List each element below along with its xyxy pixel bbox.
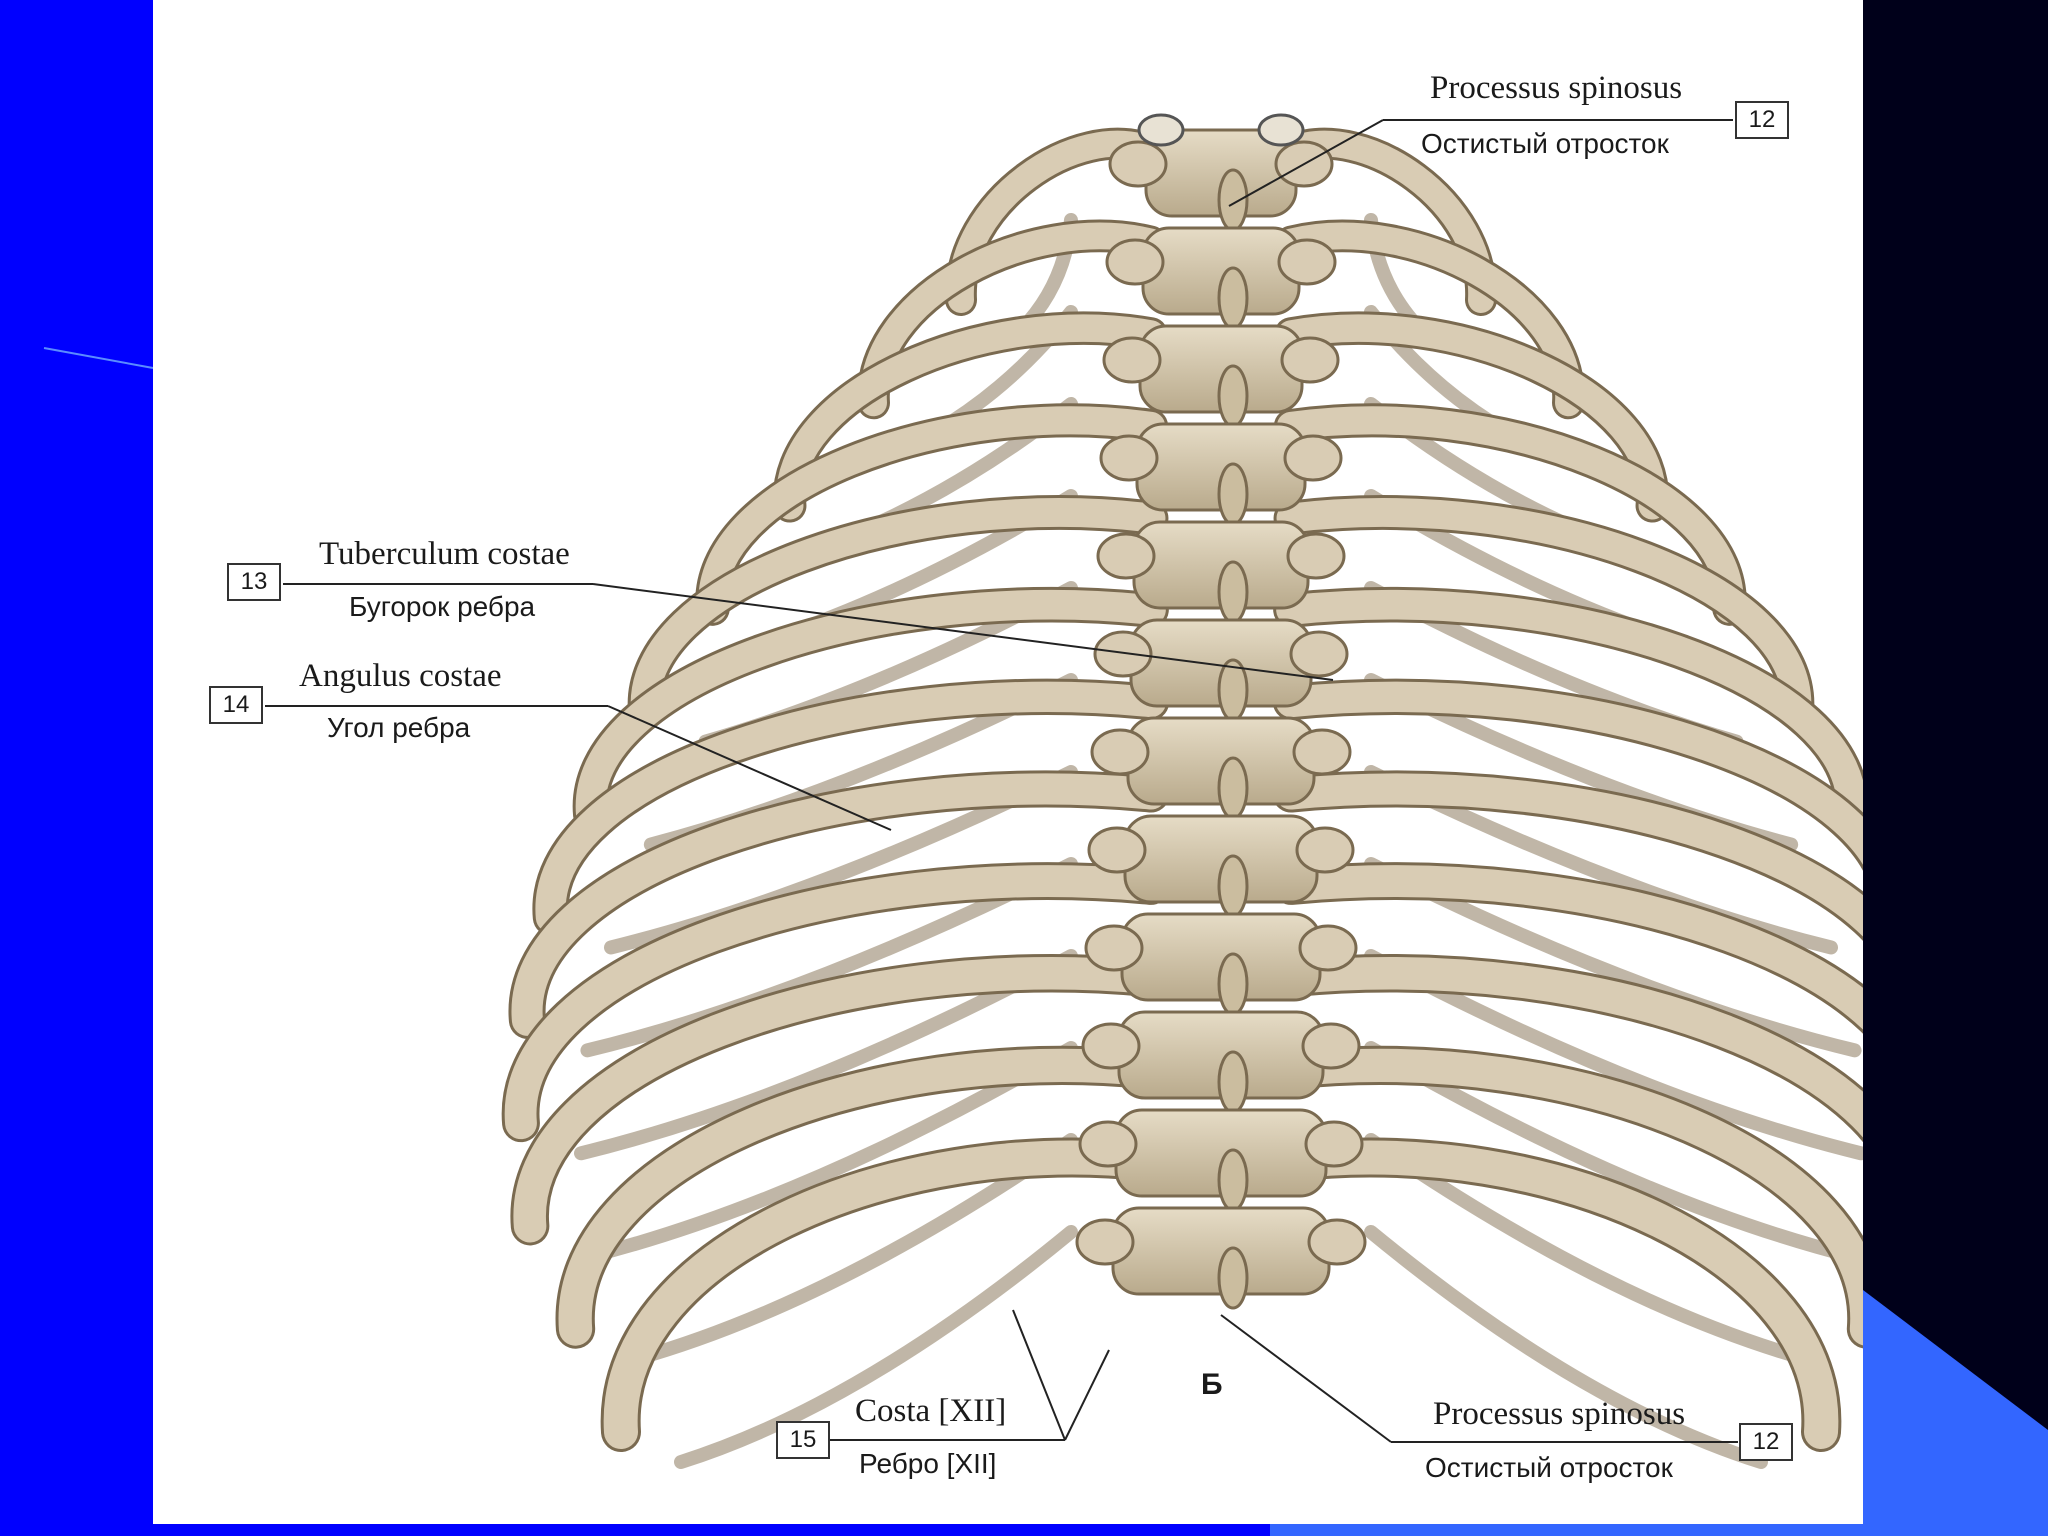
- vertebra-3-spinous-process: [1217, 364, 1249, 428]
- figure-panel: Processus spinosus Остистый отросток 12 …: [153, 0, 1863, 1524]
- rib-10-left-shadow: [583, 1041, 1078, 1264]
- leader-line-14: [607, 705, 892, 831]
- label-14-latin: Angulus costae: [299, 658, 502, 694]
- rib-7-left: [535, 681, 1167, 933]
- leader-line-15a: [1012, 1309, 1066, 1441]
- rib-9-left-shadow: [574, 949, 1078, 1161]
- thorax-posterior-illustration: [265, 113, 1863, 1469]
- vertebra-2-transverse-right: [1277, 238, 1337, 286]
- vertebra-4-spinous-process: [1217, 462, 1249, 526]
- vertebra-10-transverse-right: [1301, 1022, 1361, 1070]
- rib-8-right: [1275, 773, 1863, 937]
- rib-10-right: [1274, 957, 1863, 1138]
- vertebral-column: [1075, 113, 1367, 1310]
- vertebra-8-transverse-left: [1087, 826, 1147, 874]
- vertebra-2-spinous-process: [1217, 266, 1249, 330]
- label-15-russian: Ребро [XII]: [859, 1448, 997, 1479]
- vertebra-3-transverse-left: [1102, 336, 1162, 384]
- decorative-line: [43, 347, 154, 369]
- vertebra-4-transverse-left: [1099, 434, 1159, 482]
- articular-facet-left: [1137, 113, 1185, 147]
- vertebra-6-transverse-left: [1093, 630, 1153, 678]
- vertebra-2-transverse-left: [1105, 238, 1165, 286]
- rib-11-left: [558, 1048, 1168, 1346]
- label-14-russian: Угол ребра: [327, 712, 471, 743]
- label-12-top-latin: Processus spinosus: [1430, 70, 1683, 106]
- vertebra-7-transverse-right: [1292, 728, 1352, 776]
- rib-12-right: [1274, 1140, 1839, 1449]
- vertebra-11-transverse-left: [1078, 1120, 1138, 1168]
- rib-10-left: [513, 957, 1168, 1243]
- articular-facet-right: [1257, 113, 1305, 147]
- leader-line-12-top: [1228, 119, 1384, 207]
- bottom-accent-strip: [1270, 1524, 2048, 1536]
- rib-11-right: [1274, 1048, 1863, 1346]
- vertebra-12-transverse-left: [1075, 1218, 1135, 1266]
- corner-triangle-decoration: [1863, 1290, 2048, 1536]
- vertebra-4-transverse-right: [1283, 434, 1343, 482]
- label-15-latin: Costa [XII]: [855, 1393, 1007, 1429]
- rib-12-left-shadow: [674, 1225, 1078, 1469]
- rib-11-left-shadow: [628, 1133, 1078, 1367]
- label-14-number: 14: [209, 686, 263, 724]
- vertebra-5-spinous-process: [1217, 560, 1249, 624]
- rib-7-right: [1275, 681, 1863, 866]
- rib-9-right: [1275, 865, 1863, 1030]
- vertebra-9-transverse-right: [1298, 924, 1358, 972]
- label-12-bottom-latin: Processus spinosus: [1433, 1396, 1686, 1432]
- vertebra-5-transverse-right: [1286, 532, 1346, 580]
- vertebra-6-transverse-right: [1289, 630, 1349, 678]
- label-13-latin: Tuberculum costae: [319, 536, 570, 572]
- vertebra-8-spinous-process: [1217, 854, 1249, 918]
- label-15-number: 15: [776, 1421, 830, 1459]
- leader-line-13: [592, 583, 1334, 681]
- rib-4-left: [698, 406, 1166, 623]
- label-13-russian: Бугорок ребра: [349, 591, 536, 622]
- vertebra-9-transverse-left: [1084, 924, 1144, 972]
- label-12-bottom-number: 12: [1739, 1423, 1793, 1461]
- vertebra-1-transverse-left: [1108, 140, 1168, 188]
- leader-lines: [265, 119, 1738, 1443]
- rib-10-right-shadow: [1364, 1041, 1859, 1264]
- ribs: [501, 127, 1863, 1452]
- dark-side-band: [1863, 0, 2048, 1536]
- rib-5-right: [1276, 498, 1812, 727]
- leader-line-12-bottom: [1220, 1314, 1392, 1443]
- rib-3-left: [775, 314, 1165, 520]
- rib-12-right-shadow: [1364, 1225, 1768, 1469]
- view-letter: Б: [1201, 1368, 1223, 1401]
- vertebra-9-spinous-process: [1217, 952, 1249, 1016]
- leader-line-15b: [1064, 1349, 1110, 1441]
- vertebra-11-spinous-process: [1217, 1148, 1249, 1212]
- rib-9-right-shadow: [1364, 949, 1863, 1161]
- rib-11-right-shadow: [1364, 1133, 1814, 1367]
- vertebra-1-spinous-process: [1217, 168, 1249, 232]
- vertebra-10-spinous-process: [1217, 1050, 1249, 1114]
- vertebra-12-spinous-process: [1217, 1246, 1249, 1310]
- rib-8-left: [511, 773, 1167, 1036]
- rib-12-left: [603, 1140, 1168, 1449]
- vertebra-5-transverse-left: [1096, 532, 1156, 580]
- rib-3-right: [1277, 314, 1667, 520]
- label-12-top-russian: Остистый отросток: [1421, 128, 1669, 159]
- label-12-top-number: 12: [1735, 101, 1789, 139]
- vertebra-7-spinous-process: [1217, 756, 1249, 820]
- vertebra-12-transverse-right: [1307, 1218, 1367, 1266]
- rib-9-left: [504, 865, 1167, 1140]
- rib-4-right: [1276, 406, 1744, 623]
- vertebra-10-transverse-left: [1081, 1022, 1141, 1070]
- label-13-number: 13: [227, 563, 281, 601]
- label-12-bottom-russian: Остистый отросток: [1425, 1452, 1673, 1483]
- vertebra-8-transverse-right: [1295, 826, 1355, 874]
- rib-5-left: [630, 498, 1166, 727]
- vertebra-11-transverse-right: [1304, 1120, 1364, 1168]
- rib-6-right: [1276, 589, 1863, 830]
- vertebra-7-transverse-left: [1090, 728, 1150, 776]
- vertebra-3-transverse-right: [1280, 336, 1340, 384]
- rib-6-left: [575, 589, 1166, 830]
